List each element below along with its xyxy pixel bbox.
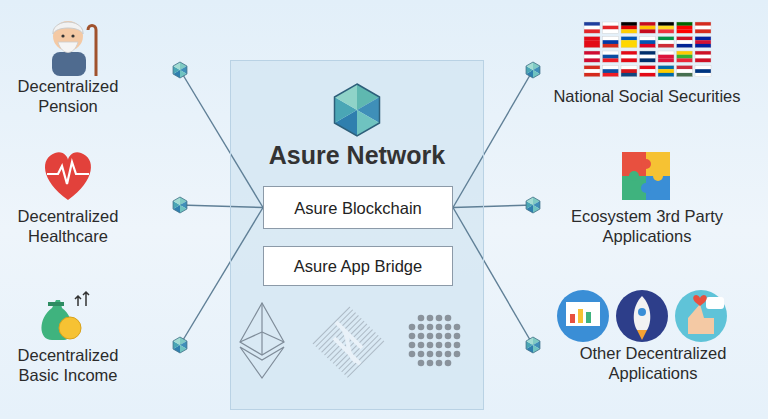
process-box: Asure Blockchain xyxy=(263,186,453,229)
service-node: Decentralized Basic Income xyxy=(0,285,180,389)
connector-line xyxy=(180,70,263,208)
connector-line xyxy=(453,205,533,208)
service-node: Ecosystem 3rd Party Applications xyxy=(533,145,768,250)
process-box: Asure App Bridge xyxy=(263,246,453,286)
connector-line xyxy=(180,208,263,346)
hatched-logo xyxy=(311,305,385,378)
node-label: Other Decentralized Applications xyxy=(547,343,759,383)
node-label: Ecosystem 3rd Party Applications xyxy=(547,206,747,246)
hex-bullet xyxy=(526,197,540,213)
node-label: Asure Blockchain xyxy=(294,198,421,218)
pension-icon xyxy=(52,21,96,76)
hex-bullet xyxy=(526,62,540,78)
dot-grid-logo xyxy=(409,315,461,367)
panel-fill xyxy=(230,60,484,410)
network-panel: Asure NetworkAsure BlockchainAsure App B… xyxy=(230,60,484,410)
flags-icon xyxy=(584,22,711,77)
asure-logo xyxy=(335,84,380,136)
connector-line xyxy=(453,70,533,208)
puzzle-icon xyxy=(622,152,670,200)
node-label: National Social Securities xyxy=(547,86,747,106)
basic-income-icon xyxy=(42,292,90,340)
hex-bullet xyxy=(173,337,187,353)
connector-line xyxy=(180,205,263,208)
connector-line xyxy=(453,208,533,346)
node-label: Decentralized Healthcare xyxy=(4,206,132,246)
service-node: Other Decentralized Applications xyxy=(533,285,768,387)
other-apps-icons xyxy=(557,290,727,342)
node-label: Decentralized Basic Income xyxy=(4,345,132,385)
service-node: National Social Securities xyxy=(533,10,768,110)
panel-title: Asure Network xyxy=(231,140,483,170)
hex-bullet xyxy=(173,62,187,78)
service-node: Decentralized Pension xyxy=(0,10,180,120)
hex-bullet xyxy=(173,197,187,213)
node-label: Decentralized Pension xyxy=(4,76,132,116)
hex-bullet xyxy=(526,337,540,353)
service-node: Decentralized Healthcare xyxy=(0,145,180,250)
ethereum-icon xyxy=(240,303,284,378)
node-label: Asure App Bridge xyxy=(294,256,422,276)
healthcare-icon xyxy=(45,152,91,200)
